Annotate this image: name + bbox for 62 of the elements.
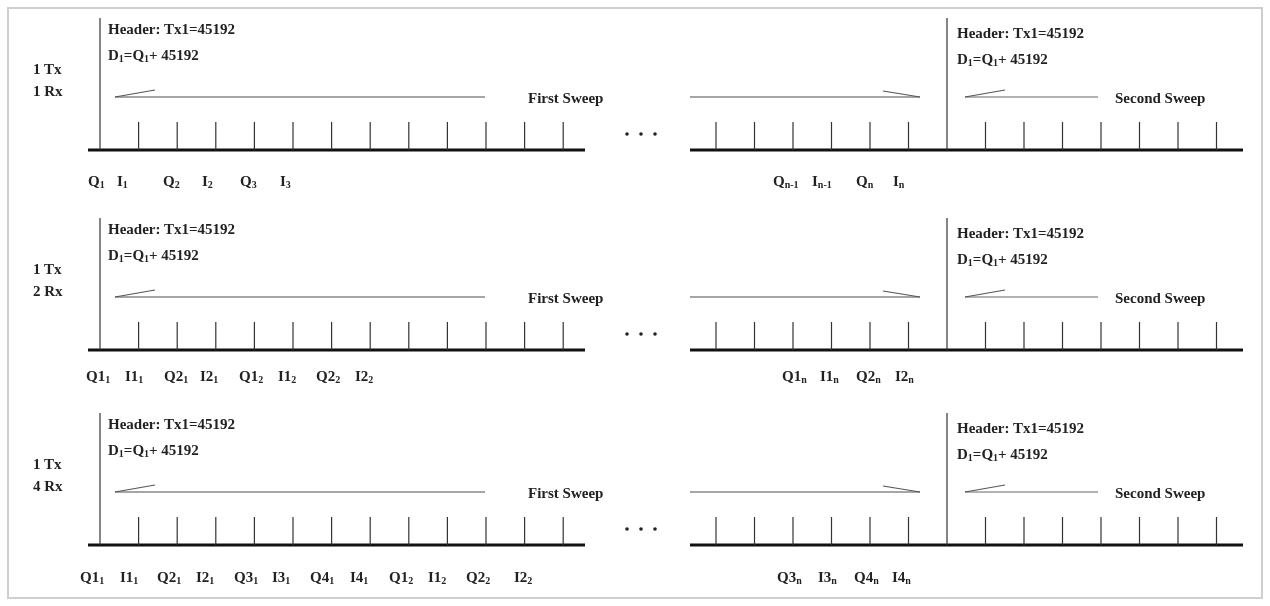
header-text: Header: Tx1=45192	[957, 419, 1084, 437]
row-label: 1 Tx	[33, 260, 62, 278]
header-text: Header: Tx1=45192	[957, 224, 1084, 242]
sample-label: Q$_{2}$	[163, 172, 180, 190]
sample-label: I2$_{1}$	[196, 568, 215, 586]
formula-text: D$_{1}$=Q$_{1}$+ 45192	[957, 50, 1048, 68]
sample-label: Q3$_{n}$	[777, 568, 802, 586]
sample-label: Q2$_{2}$	[466, 568, 491, 586]
sample-label: Q$_{n-1}$	[773, 172, 799, 190]
sample-label: I2$_{2}$	[514, 568, 533, 586]
sample-label: Q$_{3}$	[240, 172, 257, 190]
sample-label: I3$_{1}$	[272, 568, 291, 586]
sample-label: Q1$_{2}$	[389, 568, 414, 586]
sample-label: Q$_{1}$	[88, 172, 105, 190]
sample-label: I2$_{1}$	[200, 367, 219, 385]
formula-text: D$_{1}$=Q$_{1}$+ 45192	[108, 46, 199, 64]
sample-label: Q1$_{n}$	[782, 367, 807, 385]
sample-label: I$_{n}$	[893, 172, 905, 190]
row-label: 2 Rx	[33, 282, 63, 300]
sample-label: I$_{3}$	[280, 172, 291, 190]
sweep-label: First Sweep	[528, 89, 604, 107]
sample-label: Q3$_{1}$	[234, 568, 259, 586]
formula-text: D$_{1}$=Q$_{1}$+ 45192	[108, 246, 199, 264]
sample-label: I1$_{2}$	[278, 367, 297, 385]
sample-label: I1$_{1}$	[125, 367, 144, 385]
sample-label: I2$_{2}$	[355, 367, 374, 385]
header-text: Header: Tx1=45192	[957, 24, 1084, 42]
row-label: 1 Rx	[33, 82, 63, 100]
sample-label: Q1$_{2}$	[239, 367, 264, 385]
sample-label: I$_{2}$	[202, 172, 213, 190]
formula-text: D$_{1}$=Q$_{1}$+ 45192	[957, 445, 1048, 463]
sample-label: I$_{1}$	[117, 172, 128, 190]
sample-label: I1$_{2}$	[428, 568, 447, 586]
formula-text: D$_{1}$=Q$_{1}$+ 45192	[108, 441, 199, 459]
sample-label: I1$_{n}$	[820, 367, 839, 385]
header-text: Header: Tx1=45192	[108, 415, 235, 433]
sweep-label: Second Sweep	[1115, 289, 1206, 307]
sweep-label: First Sweep	[528, 289, 604, 307]
sample-label: Q2$_{1}$	[164, 367, 189, 385]
sample-label: I4$_{n}$	[892, 568, 911, 586]
sample-label: Q1$_{1}$	[86, 367, 111, 385]
sample-label: Q2$_{2}$	[316, 367, 341, 385]
header-text: Header: Tx1=45192	[108, 220, 235, 238]
sample-label: Q2$_{1}$	[157, 568, 182, 586]
sample-label: Q4$_{1}$	[310, 568, 335, 586]
sweep-label: Second Sweep	[1115, 89, 1206, 107]
sweep-label: Second Sweep	[1115, 484, 1206, 502]
formula-text: D$_{1}$=Q$_{1}$+ 45192	[957, 250, 1048, 268]
sample-label: I1$_{1}$	[120, 568, 139, 586]
row-label: 4 Rx	[33, 477, 63, 495]
sample-label: Q2$_{n}$	[856, 367, 881, 385]
row-label: 1 Tx	[33, 455, 62, 473]
sample-label: Q1$_{1}$	[80, 568, 105, 586]
sample-label: I4$_{1}$	[350, 568, 369, 586]
sample-label: Q4$_{n}$	[854, 568, 879, 586]
sample-label: I$_{n-1}$	[812, 172, 832, 190]
sample-label: Q$_{n}$	[856, 172, 874, 190]
sweep-label: First Sweep	[528, 484, 604, 502]
row-label: 1 Tx	[33, 60, 62, 78]
sample-label: I2$_{n}$	[895, 367, 914, 385]
sample-label: I3$_{n}$	[818, 568, 837, 586]
header-text: Header: Tx1=45192	[108, 20, 235, 38]
